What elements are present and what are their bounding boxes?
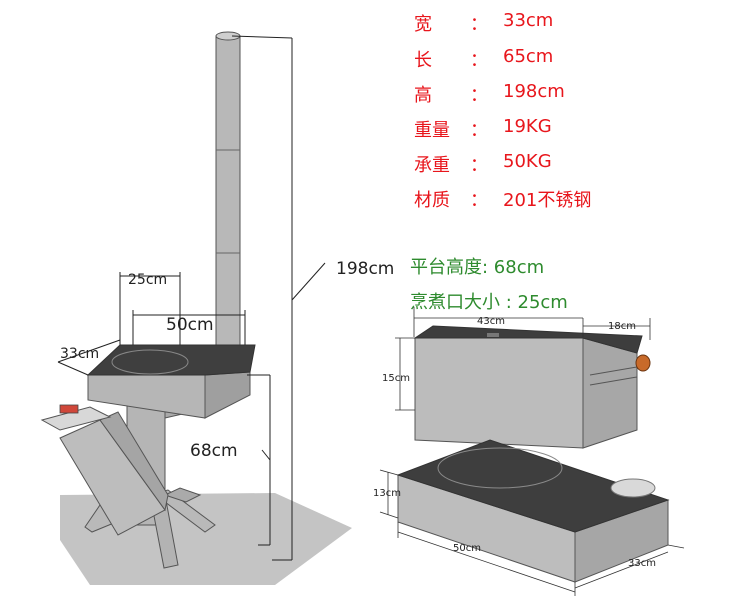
spec-load-label: 承重: [414, 155, 450, 176]
plate-dimension-lines: [379, 469, 685, 596]
spec-width-value: 33cm: [503, 10, 554, 31]
stove-plate: [396, 439, 670, 583]
spec-material-value: 201不锈钢: [503, 190, 592, 211]
stove-top: [86, 344, 256, 419]
spec-material-sep: ：: [470, 190, 488, 211]
label-total-height: 198cm: [336, 259, 394, 279]
spec-width-sep: ：: [470, 14, 488, 35]
stove-dimension-lines: [57, 35, 326, 561]
spec-weight-sep: ：: [470, 120, 488, 141]
note-cooking-opening: 烹煮口大小 : 25cm: [410, 292, 568, 313]
storage-box: [413, 325, 651, 449]
spec-length-sep: ：: [470, 50, 488, 71]
note-platform-height: 平台高度: 68cm: [410, 257, 545, 278]
spec-load-value: 50KG: [503, 151, 552, 172]
spec-weight-label: 重量: [414, 120, 450, 141]
box-dimension-lines: [395, 307, 651, 411]
spec-weight-value: 19KG: [503, 116, 552, 137]
label-opening: 25cm: [128, 272, 167, 288]
label-box-side: 18cm: [608, 321, 636, 332]
plate-chimney-hole: [610, 478, 656, 498]
feed-tube: [40, 404, 169, 536]
label-box-height: 15cm: [382, 373, 410, 384]
cooking-ring: [111, 349, 189, 375]
label-width: 33cm: [60, 346, 99, 362]
label-plate-width: 33cm: [628, 558, 656, 569]
spec-height-sep: ：: [470, 85, 488, 106]
plate-cooking-ring: [437, 447, 563, 489]
label-plate-height: 13cm: [373, 488, 401, 499]
spec-width-label: 宽: [414, 14, 432, 35]
spec-height-label: 高: [414, 85, 432, 106]
box-knob: [635, 354, 651, 372]
label-length: 50cm: [166, 315, 214, 335]
spec-height-value: 198cm: [503, 81, 565, 102]
spec-material-label: 材质: [414, 190, 450, 211]
label-platform: 68cm: [190, 441, 238, 461]
spec-length-value: 65cm: [503, 46, 554, 67]
spec-load-sep: ：: [470, 155, 488, 176]
label-plate-length: 50cm: [453, 543, 481, 554]
chimney-pipe: [212, 31, 244, 370]
spec-length-label: 长: [414, 50, 432, 71]
label-box-length: 43cm: [477, 316, 505, 327]
